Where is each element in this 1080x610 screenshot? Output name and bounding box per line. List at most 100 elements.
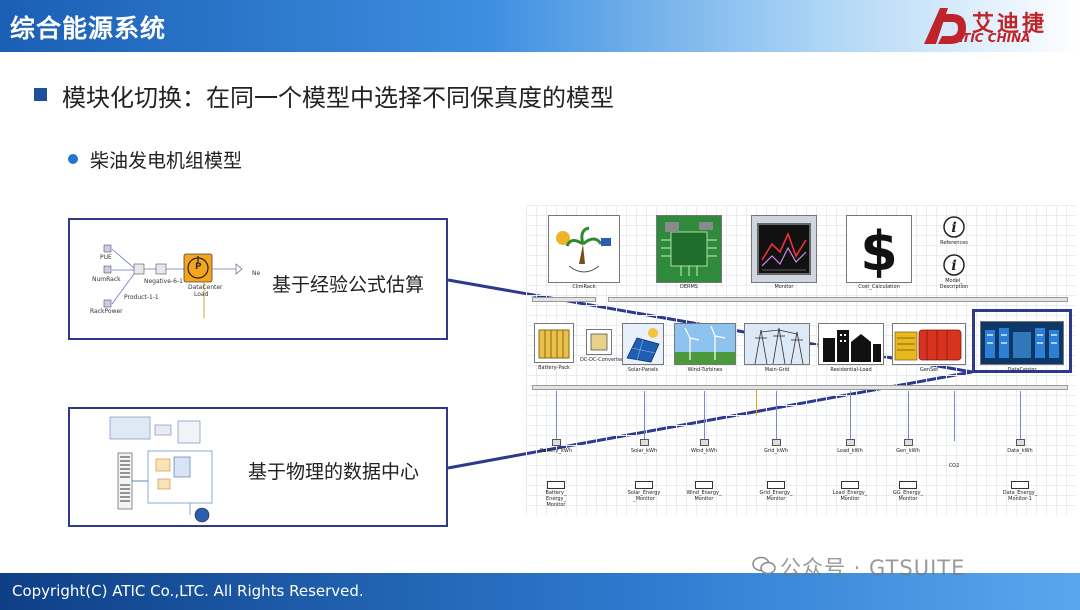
- load-label-2: Load: [194, 291, 209, 298]
- solar-panels-label: Solar-Panels: [627, 367, 659, 373]
- monitor-label: GG_Energy_: [892, 490, 924, 496]
- component-cost-calculation: $: [846, 215, 912, 283]
- battery-icon: [538, 329, 570, 359]
- sensor-label: Battery_kWh: [539, 448, 572, 454]
- component-data-center: [980, 321, 1064, 365]
- main-heading: 模块化切换：在同一个模型中选择不同保真度的模型: [62, 84, 614, 112]
- connector-line: [908, 391, 909, 441]
- connector-line: [704, 391, 705, 441]
- monitor-label: _Monitor: [633, 496, 655, 502]
- info-icon: i: [943, 216, 965, 238]
- empirical-model-box: PUE NumRack RackPower Negative-6-1 Produ…: [68, 218, 448, 340]
- monitor-label: Energy_: [545, 496, 566, 502]
- energy-monitor-icon: [1011, 481, 1029, 489]
- energy-monitor-icon: [767, 481, 785, 489]
- connector-line: [1020, 391, 1021, 441]
- physics-block-diagram: [109, 416, 213, 523]
- component-solar-panels: [622, 323, 664, 365]
- monitor-label: Monitor: [546, 502, 566, 508]
- component-monitor: [751, 215, 817, 283]
- company-logo: 艾迪捷 ATIC CHINA: [920, 4, 1075, 48]
- system-model-diagram: ClimRack DERMS Monitor: [526, 205, 1076, 515]
- energy-monitor-icon: [547, 481, 565, 489]
- svg-text:i: i: [951, 220, 956, 236]
- data-center-highlight: [972, 309, 1072, 373]
- sensor-icon: [846, 439, 855, 446]
- sensor-label: Solar_kWh: [630, 448, 658, 454]
- component-residential-load: [818, 323, 884, 365]
- residential-load-label: Residential-Load: [830, 367, 872, 373]
- logo-text-cn: 艾迪捷: [972, 12, 1048, 37]
- sensor-icon: [772, 439, 781, 446]
- empirical-block-diagram: [103, 244, 243, 318]
- monitor-label: Monitor: [774, 284, 794, 290]
- sensor-label: Grid_kWh: [763, 448, 788, 454]
- climate-icon: [556, 226, 611, 273]
- sensor-icon: [552, 439, 561, 446]
- watermark-text: 公众号 · GTSUITE: [780, 556, 966, 580]
- clim-rack-label: ClimRack: [572, 284, 596, 290]
- upper-bus-left: [532, 297, 596, 302]
- output-label: Ne: [252, 270, 261, 277]
- sensor-icon: [700, 439, 709, 446]
- component-battery-pack: [534, 323, 574, 363]
- svg-text:$: $: [860, 220, 898, 282]
- footer-bar: Copyright(C) ATIC Co.,LTC. All Rights Re…: [0, 573, 1080, 610]
- sensor-icon: [904, 439, 913, 446]
- monitor-label: Monitor: [694, 496, 714, 502]
- copyright-text: Copyright(C) ATIC Co.,LTC. All Rights Re…: [12, 582, 364, 600]
- energy-monitor-icon: [695, 481, 713, 489]
- load-symbol: P: [195, 262, 202, 272]
- energy-monitor-icon: [841, 481, 859, 489]
- energy-monitor-icon: [899, 481, 917, 489]
- connector-line: [850, 391, 851, 441]
- numrack-label: NumRack: [92, 276, 121, 283]
- component-genset: [892, 323, 966, 365]
- connector-line: [954, 391, 955, 441]
- monitor-chart-icon: [757, 223, 811, 275]
- derms-label: DERMS: [680, 284, 698, 290]
- monitor-label: Battery_: [545, 490, 567, 496]
- sensor-label: Data_kWh: [1007, 448, 1033, 454]
- pue-label: PUE: [100, 254, 112, 261]
- energy-monitor-icon: [635, 481, 653, 489]
- monitor-label: Grid_Energy_: [759, 490, 793, 496]
- monitor-label: Wind_Energy_: [686, 490, 722, 496]
- monitor-label: Data_Energy_: [1002, 490, 1038, 496]
- component-derms: [656, 215, 722, 283]
- physics-model-label: 基于物理的数据中心: [248, 461, 420, 483]
- dollar-icon: $: [860, 220, 898, 283]
- connector-line: [776, 391, 777, 441]
- main-grid-label: Main-Grid: [764, 367, 790, 373]
- atic-logo-icon: [924, 8, 966, 44]
- product-label: Product-1-1: [124, 294, 159, 301]
- monitor-label: Monitor: [766, 496, 786, 502]
- monitor-label: Load_Energy_: [832, 490, 868, 496]
- dot-bullet-icon: [68, 154, 78, 164]
- lower-bus: [532, 385, 1068, 390]
- component-main-grid: [744, 323, 810, 365]
- solar-panel-icon: [623, 324, 663, 364]
- monitor-label: Monitor: [898, 496, 918, 502]
- dc-dc-converter-label: DC-DC-Converter: [580, 357, 624, 363]
- converter-icon: [590, 333, 608, 351]
- battery-pack-label: Battery-Pack: [538, 365, 570, 371]
- square-bullet-icon: [34, 88, 47, 101]
- buildings-icon: [823, 330, 881, 362]
- info-icon: i: [943, 254, 965, 276]
- logo-text-en: ATIC CHINA: [954, 31, 1031, 45]
- header-bar: 综合能源系统 艾迪捷 ATIC CHINA: [0, 0, 1080, 52]
- monitor-label: Solar_Energy: [627, 490, 661, 496]
- svg-text:i: i: [951, 258, 956, 274]
- component-dc-dc-converter: [586, 329, 612, 355]
- generator-icon: [894, 329, 962, 361]
- connector-line: [556, 391, 557, 441]
- model-description-label-2: Description: [939, 284, 969, 290]
- bus-tap-line: [756, 390, 757, 416]
- sensor-icon: [1016, 439, 1025, 446]
- connector-line: [644, 391, 645, 441]
- co2-label: CO2: [948, 463, 960, 469]
- page-title: 综合能源系统: [10, 14, 167, 43]
- upper-bus-right: [608, 297, 1068, 302]
